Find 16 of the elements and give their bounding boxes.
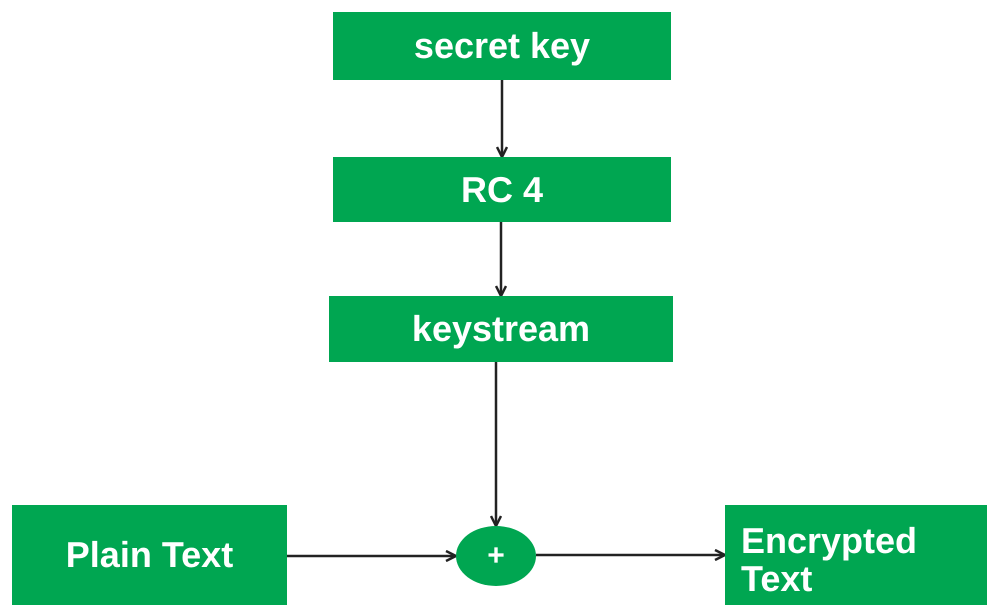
- process-box: [329, 296, 673, 362]
- node-label: RC 4: [460, 170, 544, 208]
- node-label: secret key: [414, 27, 590, 65]
- arrow: [494, 222, 508, 298]
- process-box: [333, 157, 671, 222]
- node-label: +: [487, 540, 505, 572]
- arrow: [536, 548, 726, 562]
- process-box: [333, 12, 671, 80]
- arrow: [287, 550, 458, 562]
- node-label: Encrypted Text: [741, 519, 918, 598]
- process-box: [725, 505, 987, 605]
- process-box: [12, 505, 287, 605]
- arrow: [496, 80, 508, 158]
- node-label: Plain Text: [66, 536, 234, 574]
- node-label: keystream: [412, 310, 590, 348]
- arrow: [490, 362, 502, 528]
